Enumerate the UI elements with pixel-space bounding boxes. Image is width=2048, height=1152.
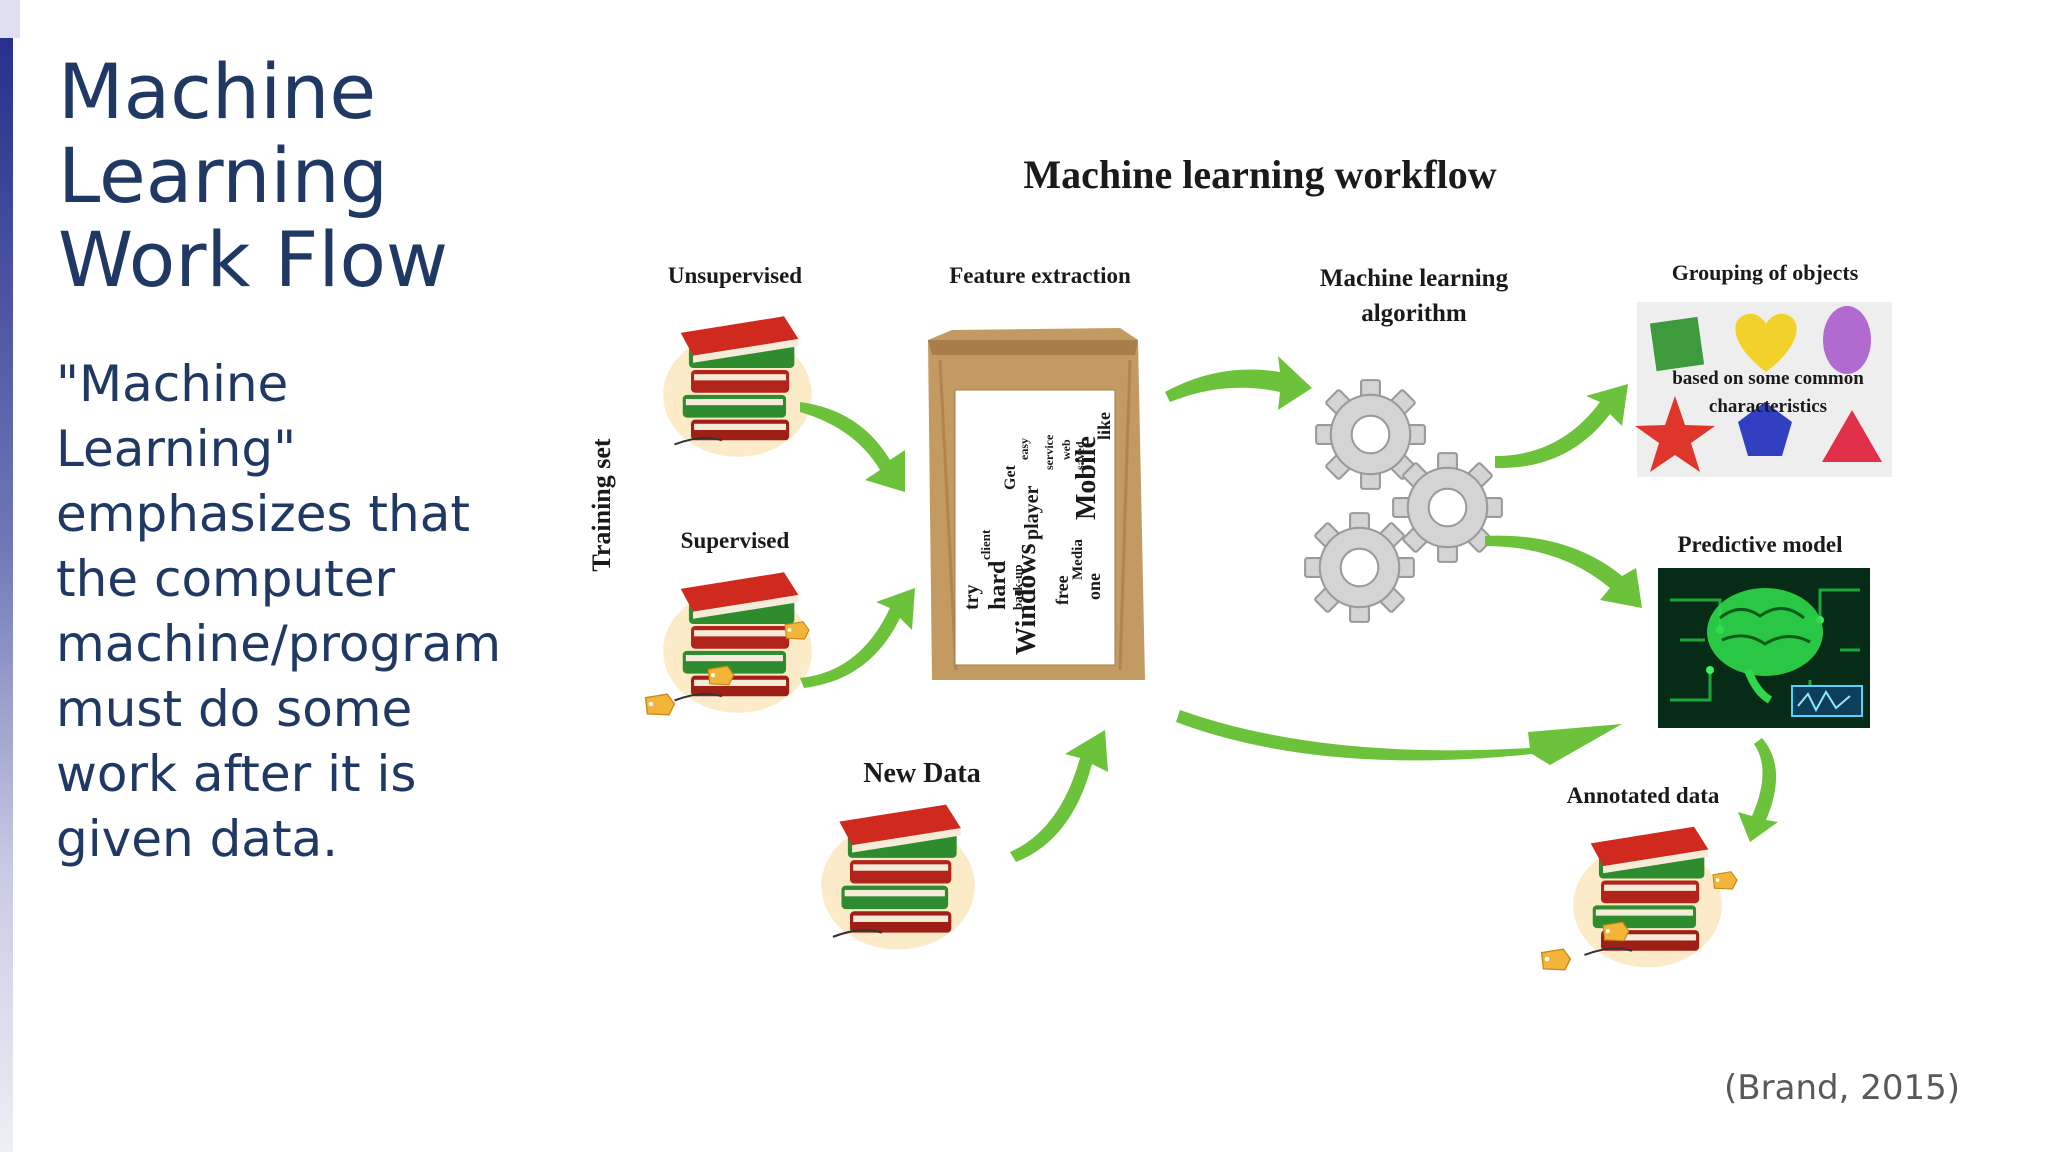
arrow-icon <box>1485 535 1642 608</box>
citation: (Brand, 2015) <box>1724 1068 1960 1108</box>
annotated-book-stack-icon <box>1572 825 1723 969</box>
annotated-tag-icon-3 <box>1712 871 1738 890</box>
supervised-tag-icon <box>644 693 676 716</box>
bag-word: one <box>1084 573 1104 600</box>
accent-bar <box>0 38 13 1152</box>
slide-body-text: "Machine Learning" emphasizes that the c… <box>56 355 502 868</box>
bag-word: hard <box>985 560 1011 610</box>
shapes-panel <box>1635 302 1892 477</box>
bag-word: like <box>1094 412 1114 440</box>
arrow-icon <box>1165 356 1312 410</box>
gear-icon <box>1304 512 1415 623</box>
bag-word: Mobile <box>1071 436 1102 520</box>
training-set-label: Training set <box>587 438 616 571</box>
grouping-label: Grouping of objects <box>1672 260 1859 285</box>
new-data-book-stack-icon <box>820 803 976 950</box>
supervised-label: Supervised <box>681 528 790 553</box>
ml-algorithm-label-line1: Machine learning <box>1320 265 1509 292</box>
bag-word: back-up <box>1010 564 1025 610</box>
annotated-data-label: Annotated data <box>1567 783 1720 808</box>
unsupervised-label: Unsupervised <box>668 263 802 288</box>
bag-word: easy <box>1017 438 1031 460</box>
bag-word: saved <box>1073 441 1087 470</box>
bag-word: service <box>1042 434 1056 470</box>
bag-word: player <box>1021 485 1043 540</box>
arrow-icon <box>1176 710 1622 765</box>
bag-word: client <box>978 529 993 560</box>
bag-word: free <box>1052 575 1072 605</box>
bag-word: web <box>1059 439 1073 460</box>
pentagon-shape-icon <box>1738 402 1792 456</box>
ml-algorithm-label-line2: algorithm <box>1361 300 1467 327</box>
flow-arrows <box>800 356 1778 862</box>
feature-extraction-label: Feature extraction <box>949 263 1131 288</box>
unsupervised-book-stack-icon <box>662 315 813 457</box>
grouping-sub-line2: characteristics <box>1709 396 1827 417</box>
supervised-tag-icon-2 <box>707 665 735 686</box>
arrow-icon <box>1495 384 1628 469</box>
triangle-shape-icon <box>1822 410 1882 462</box>
arrow-icon <box>800 588 915 688</box>
diagram-title: Machine learning workflow <box>1023 152 1496 197</box>
word-cloud: Windows Mobile hard try player like free… <box>961 412 1114 655</box>
annotated-tag-icon <box>1540 948 1572 971</box>
arrow-icon <box>1010 730 1108 862</box>
arrow-icon <box>1738 738 1778 842</box>
annotated-tag-icon-2 <box>1602 921 1630 942</box>
bag-word: try <box>961 584 983 610</box>
new-data-label: New Data <box>863 758 980 789</box>
grouping-sub-line1: based on some common <box>1672 368 1864 389</box>
supervised-book-stack-icon <box>662 571 813 713</box>
predictive-model-label: Predictive model <box>1678 532 1843 557</box>
square-shape-icon <box>1649 316 1705 372</box>
paper-bag-icon <box>928 328 1145 680</box>
ml-workflow-diagram: Machine learning workflow Training set U… <box>587 152 1892 971</box>
brain-circuit-icon <box>1658 568 1870 728</box>
supervised-tag-icon-3 <box>784 621 810 640</box>
bag-word: Get <box>1002 464 1019 490</box>
bag-word: Windows <box>1011 543 1042 655</box>
oval-shape-icon <box>1823 306 1871 374</box>
arrow-icon <box>800 402 905 492</box>
slide-title: Machine Learning Work Flow <box>58 47 449 304</box>
bag-word: Media <box>1070 539 1086 580</box>
accent-tick <box>0 0 20 38</box>
star-shape-icon <box>1635 396 1715 472</box>
heart-shape-icon <box>1735 313 1797 372</box>
